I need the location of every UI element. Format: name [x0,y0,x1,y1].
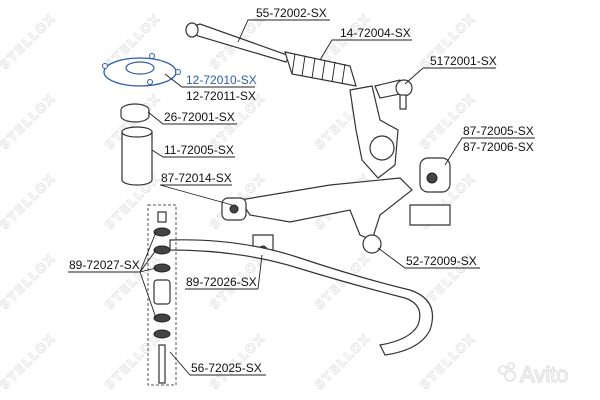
label-bump-stop: 11-72005-SX [164,143,234,157]
bushing-part [409,157,451,226]
label-bushing-b: 87-72006-SX [463,140,534,154]
tie-rod-end-part [374,79,413,110]
watermark-text: STELLOX [0,11,59,72]
watermark-text: STELLOX [0,171,59,232]
label-link-bushings: 89-72027-SX [69,258,140,272]
label-tie-rod-end: 5172001-SX [430,54,497,68]
avito-logo: Avito [498,361,569,388]
label-arm-bushing: 87-72014-SX [161,171,232,185]
watermark-text: STELLOX [417,331,478,392]
label-strut-mount: 12-72011-SX [186,89,256,103]
watermark-text: STELLOX [0,251,59,312]
watermark-text: STELLOX [312,331,373,392]
label-tie-rod: 55-72002-SX [256,6,327,20]
label-strut-mount-highlighted: 12-72010-SX [186,73,257,87]
tie-rod-part [185,22,291,63]
watermark-text: STELLOX [0,91,59,152]
watermark-text: STELLOX [0,331,59,392]
avito-logo-text: Avito [520,362,569,387]
label-bearing: 26-72001-SX [164,110,235,124]
stab-link-part [147,204,177,386]
control-arm-part [221,177,413,254]
label-bushing-a: 87-72005-SX [463,124,534,138]
label-stab-link: 56-72025-SX [191,361,262,375]
boot-part [284,51,357,87]
watermark-text: STELLOX [102,331,163,392]
label-ball-joint: 52-72009-SX [406,254,477,268]
label-boot: 14-72004-SX [340,26,411,40]
knuckle-part [349,85,399,179]
strut-mount-part [102,53,181,87]
stabilizer-bar-part [169,239,434,356]
bump-stop-part [121,126,153,186]
label-stab-bushing: 89-72026-SX [186,275,257,289]
leader-lines [68,19,535,376]
bearing-part [120,103,150,123]
